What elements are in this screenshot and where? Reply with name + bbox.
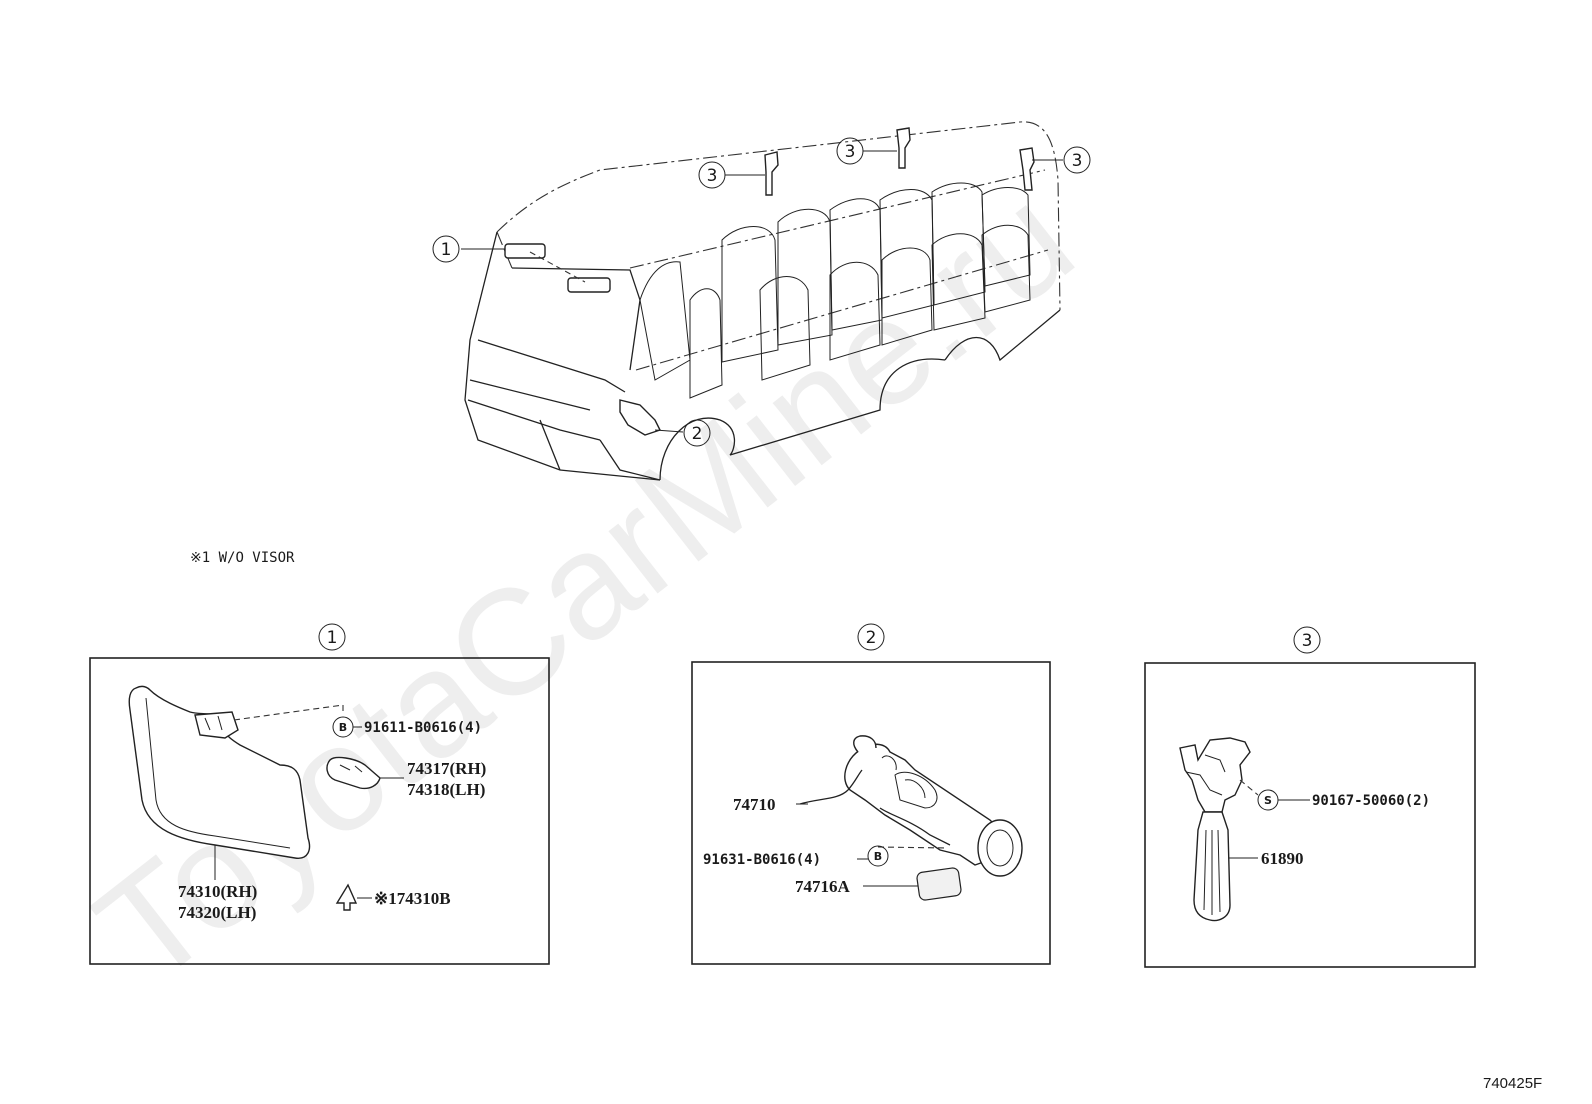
panel-3-label: 3	[1302, 631, 1313, 651]
van-overview-illustration	[461, 121, 1063, 481]
part-74716a: 74716A	[795, 877, 851, 896]
part-74318-lh: 74318(LH)	[407, 780, 485, 799]
part-74310b-wo-visor: ※174310B	[374, 889, 451, 908]
callout-3-overview-right: 3	[1063, 146, 1091, 174]
part-91611-b0616: 91611-B0616(4)	[364, 720, 482, 736]
svg-text:3: 3	[707, 166, 718, 186]
panel-1-sun-visor: 1 B 91611-B0616(4) 74317(RH) 74318(LH) 7…	[89, 623, 550, 965]
note-without-visor: ※1 W/O VISOR	[190, 550, 295, 566]
svg-text:B: B	[339, 721, 347, 734]
svg-text:B: B	[874, 850, 882, 863]
part-74317-rh: 74317(RH)	[407, 759, 486, 778]
svg-text:2: 2	[692, 424, 703, 444]
svg-text:1: 1	[441, 240, 452, 260]
part-90167-50060: 90167-50060(2)	[1312, 793, 1430, 809]
callout-3-overview-middle: 3	[836, 137, 864, 165]
part-91631-b0616: 91631-B0616(4)	[703, 852, 821, 868]
panel-2-cigarette-lighter: 2 74710 91631-B0616(4) B 74716A	[691, 623, 1051, 965]
callout-3-overview-left: 3	[698, 161, 726, 189]
svg-text:3: 3	[1072, 151, 1083, 171]
callout-1-overview: 1	[432, 235, 460, 263]
part-61890: 61890	[1261, 849, 1304, 868]
callout-2-overview: 2	[683, 419, 711, 447]
panel-2-label: 2	[866, 628, 877, 648]
panel-1-label: 1	[327, 628, 338, 648]
panel-3-assist-grip: 3 S 90167-50060(2) 61890	[1144, 626, 1476, 968]
part-74320-lh: 74320(LH)	[178, 903, 256, 922]
svg-text:3: 3	[845, 142, 856, 162]
figure-reference: 740425F	[1483, 1075, 1542, 1092]
part-74710: 74710	[733, 795, 776, 814]
svg-text:S: S	[1264, 794, 1272, 807]
part-74310-rh: 74310(RH)	[178, 882, 257, 901]
